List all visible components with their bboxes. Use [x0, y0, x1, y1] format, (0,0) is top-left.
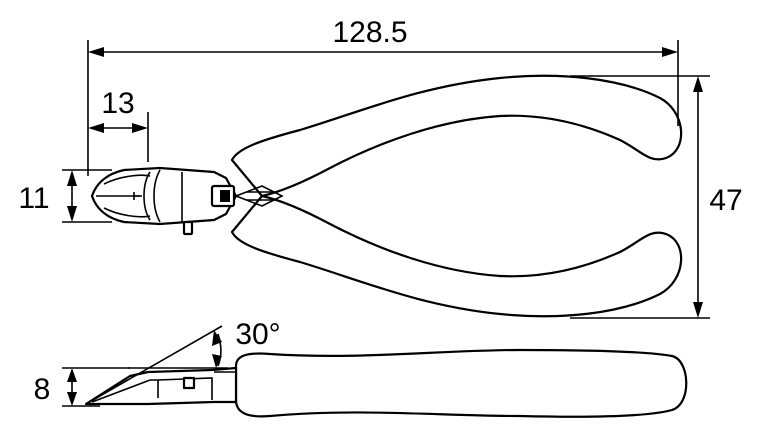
handle-spread-label: 47 — [709, 184, 742, 217]
jaw-head — [90, 166, 238, 226]
jaw-length-label: 13 — [101, 87, 134, 120]
dimension-head-angle: 30° — [85, 318, 281, 405]
pliers-top-view — [90, 74, 683, 318]
upper-handle — [230, 74, 683, 198]
side-head — [84, 366, 238, 406]
side-handle — [234, 348, 688, 418]
dimension-jaw-length: 13 — [88, 87, 149, 162]
stop-screw — [182, 220, 194, 236]
pivot-pin — [220, 190, 230, 202]
side-pin — [182, 376, 196, 390]
pliers-side-view — [84, 348, 688, 418]
joint-line-1 — [143, 171, 151, 221]
head-angle-label: 30° — [235, 318, 280, 351]
jaw-detail — [133, 192, 142, 200]
dimension-handle-spread: 47 — [570, 75, 743, 319]
spring — [233, 185, 284, 207]
dimension-jaw-height: 11 — [18, 169, 112, 223]
overall-length-label: 128.5 — [332, 16, 407, 49]
dimension-overall-length: 128.5 — [87, 16, 679, 176]
side-thickness-label: 8 — [34, 373, 51, 406]
dimension-side-thickness: 8 — [34, 367, 130, 407]
side-jaw-face — [157, 377, 213, 400]
side-jaw-line — [91, 379, 159, 403]
jaw-height-label: 11 — [18, 182, 49, 215]
joint-line-2 — [153, 169, 161, 223]
spring-coil — [246, 191, 276, 201]
lower-handle — [230, 194, 683, 318]
